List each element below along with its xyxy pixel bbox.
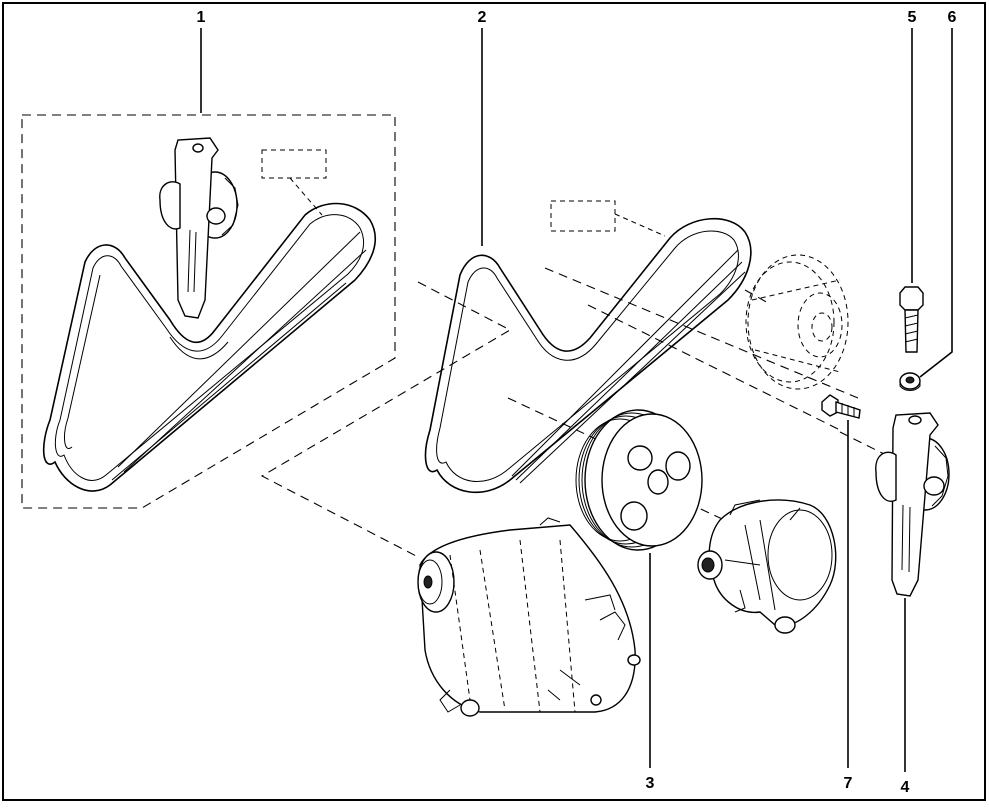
kit-tensioner <box>159 137 239 319</box>
tensioner-4 <box>875 412 950 597</box>
washer-6 <box>899 372 921 391</box>
crankshaft-pulley-ghost <box>745 254 849 390</box>
bolt-5 <box>899 286 924 353</box>
callout-4: 4 <box>901 779 910 796</box>
kit-enclosure <box>21 114 396 509</box>
callout-3: 3 <box>646 775 655 792</box>
alternator <box>417 517 641 717</box>
kit-label-box <box>261 149 327 179</box>
power-steering-pump <box>697 499 837 634</box>
callout-leaders <box>200 28 953 772</box>
callout-2: 2 <box>478 9 487 26</box>
power-steering-pulley <box>575 409 703 551</box>
belt-label-box <box>550 200 616 232</box>
callout-7: 7 <box>844 775 853 792</box>
callout-labels: 1 2 3 4 5 6 7 <box>197 9 957 796</box>
callout-1: 1 <box>197 9 206 26</box>
belt-label-leader <box>614 213 666 237</box>
callout-6: 6 <box>948 9 957 26</box>
main-belt <box>424 218 752 494</box>
callout-5: 5 <box>908 9 917 26</box>
kit-belt <box>42 202 377 492</box>
bolt-7 <box>821 394 861 419</box>
kit-label-leader <box>289 177 323 216</box>
